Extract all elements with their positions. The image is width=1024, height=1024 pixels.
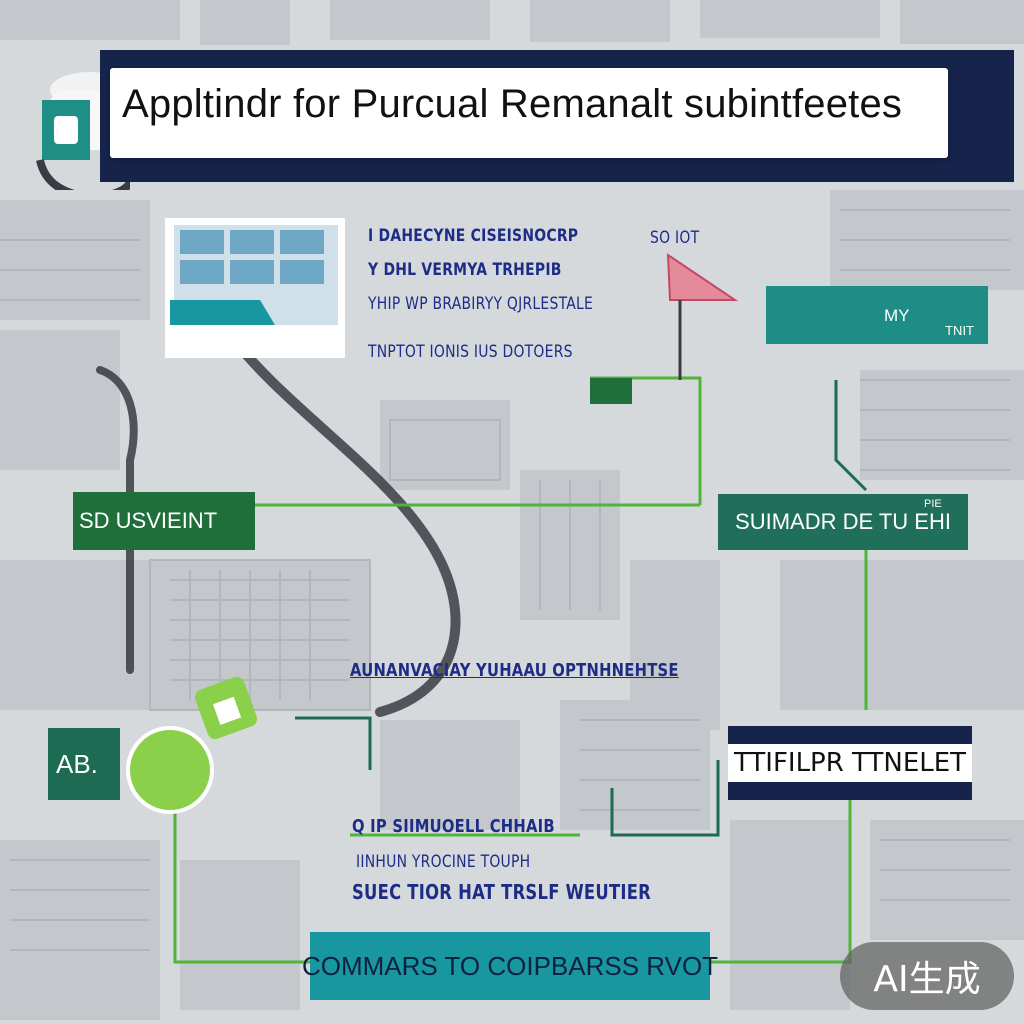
top-text-line4: TNPTOT IONIS IUS DOTOERS [368,342,573,362]
lower-text-line2: IINHUN YROCINE TOUPH [356,852,531,872]
navy-right-node: TTIFILPR TTNELET [727,726,973,800]
title-card [110,68,948,158]
teal-card: MY TNIT [766,286,988,344]
navy-right-node-label: TTIFILPR TTNELET [727,744,973,782]
top-text-line1: I DAHECYNE CISEISNOCRP [368,226,579,246]
right-node: SUIMADR DE TU EHI [718,494,968,550]
mid-text: AUNANVACIAY YUHAAU OPTNHNEHTSE [350,660,679,681]
lower-text-line1: Q IP SIIMUOELL CHHAIB [352,816,555,837]
right-node-label: SUIMADR DE TU EHI [735,509,951,534]
teal-card-label: MY [884,306,910,325]
bottom-node: COMMARS TO COIPBARSS RVOT [302,932,718,1000]
left-node: SD USVIEINT [73,492,255,550]
top-text-line2: Y DHL VERMYA TRHEPIB [368,260,562,280]
ab-node: AB. [48,728,120,800]
ai-generated-badge: AI生成 [840,942,1014,1010]
right-node-small: PIE [924,498,942,510]
top-text-line3: YHIP WP BRABIRYY QJRLESTALE [368,294,594,314]
page-title: Appltindr for Purcual Remanalt subintfee… [122,82,903,126]
lower-text-line3: SUEC TIOR HAT TRSLF WEUTIER [352,880,652,904]
teal-card-small: TNIT [945,323,974,338]
top-tag: SO IOT [650,228,700,248]
